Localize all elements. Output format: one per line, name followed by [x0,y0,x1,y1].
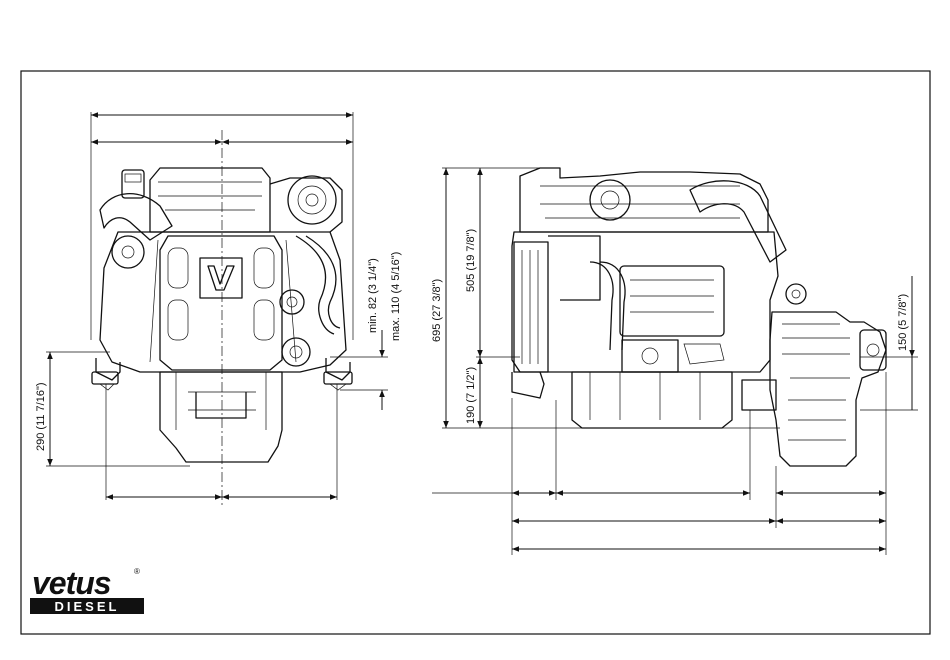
logo-sub: DIESEL [55,599,120,614]
mount-min-label: min. 82 (3 1/4") [367,258,379,333]
mount-max-label: max. 110 (4 5/16") [390,252,402,341]
side-height-695-label: 695 (27 3/8") [431,279,443,342]
side-view: 695 (27 3/8") 505 (19 7/8") 190 (7 1/2") [431,168,918,555]
vetus-diesel-logo: vetus ® DIESEL [30,565,144,614]
side-height-505-label: 505 (19 7/8") [465,229,477,292]
drawing-frame [21,71,930,634]
logo-reg-mark: ® [134,567,140,576]
side-engine-body [512,168,886,466]
side-height-190-label: 190 (7 1/2") [465,367,477,424]
logo-brand: vetus [32,565,111,601]
side-height-150-label: 150 (5 7/8") [897,294,909,351]
front-view: min. 82 (3 1/4") max. 110 (4 5/16") 290 … [35,112,402,505]
front-height-290-label: 290 (11 7/16") [35,382,47,451]
